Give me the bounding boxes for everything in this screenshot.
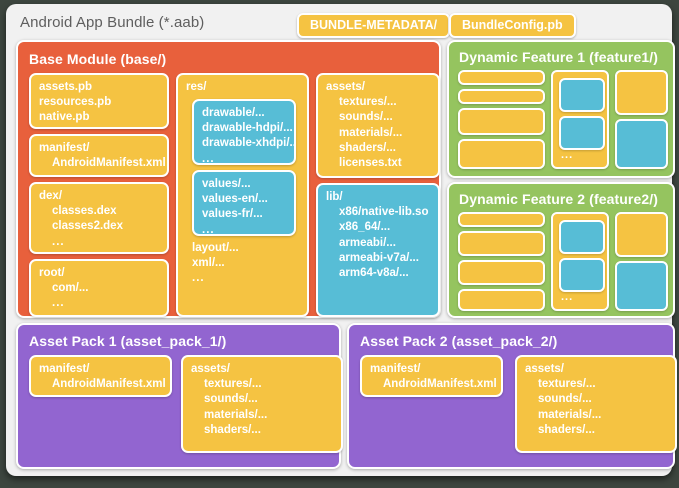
- base-module-title: Base Module (base/): [29, 51, 167, 67]
- file-line: textures/...: [538, 378, 596, 391]
- file-line: sounds/...: [204, 393, 258, 406]
- file-line: manifest/: [39, 142, 90, 154]
- feature-placeholder-box: [615, 119, 668, 169]
- file-line: res/: [186, 81, 207, 93]
- file-line: AndroidManifest.xml: [52, 378, 166, 391]
- feature-placeholder-box: [559, 116, 605, 150]
- feature-ellipsis: ...: [561, 291, 574, 303]
- feature-placeholder-box: [615, 261, 668, 311]
- file-line: materials/...: [339, 126, 403, 139]
- feature-placeholder-box: [458, 89, 545, 104]
- file-line: shaders/...: [538, 423, 595, 436]
- page-title: Android App Bundle (*.aab): [20, 14, 205, 31]
- file-line: ...: [52, 297, 65, 310]
- asset-pack-1-box-manifest: manifest/ AndroidManifest.xml: [29, 355, 172, 397]
- file-line: materials/...: [538, 408, 602, 421]
- file-line: drawable-xhdpi/...: [202, 137, 296, 150]
- file-line: shaders/...: [204, 423, 261, 436]
- base-module-box-pb: assets.pb resources.pb native.pb: [29, 73, 169, 129]
- feature-placeholder-box: [458, 108, 545, 135]
- dynamic-feature-1-title: Dynamic Feature 1 (feature1/): [459, 49, 658, 65]
- feature-placeholder-box: [458, 260, 545, 285]
- file-line: values-fr/...: [202, 208, 263, 221]
- file-line: arm64-v8a/...: [339, 267, 409, 280]
- file-line: lib/: [326, 191, 343, 203]
- chip-bundle-metadata: BUNDLE-METADATA/: [297, 13, 451, 38]
- file-line: manifest/: [39, 363, 90, 375]
- chip-bundle-config: BundleConfig.pb: [449, 13, 576, 38]
- file-line: sounds/...: [538, 393, 592, 406]
- file-line: drawable-hdpi/...: [202, 122, 293, 135]
- asset-pack-2-box-manifest: manifest/ AndroidManifest.xml: [360, 355, 503, 397]
- file-line: armeabi-v7a/...: [339, 251, 419, 264]
- feature-placeholder-box: [458, 139, 545, 169]
- dynamic-feature-1-panel: Dynamic Feature 1 (feature1/) ...: [447, 40, 675, 178]
- file-line: textures/...: [339, 96, 397, 109]
- file-line: ...: [52, 235, 65, 248]
- file-line: root/: [39, 267, 65, 279]
- file-line: sounds/...: [339, 111, 393, 124]
- asset-pack-1-panel: Asset Pack 1 (asset_pack_1/) manifest/ A…: [16, 323, 343, 469]
- base-module-box-assets: assets/ textures/... sounds/... material…: [316, 73, 440, 178]
- base-module-res-tail: layout/... xml/... ...: [192, 241, 239, 287]
- feature-placeholder-box: [615, 212, 668, 257]
- base-module-box-manifest: manifest/ AndroidManifest.xml: [29, 134, 169, 177]
- base-module-box-drawable: drawable/... drawable-hdpi/... drawable-…: [192, 99, 296, 165]
- file-line: assets.pb: [39, 81, 93, 93]
- file-line: values/...: [202, 178, 251, 190]
- feature-placeholder-box: [458, 231, 545, 256]
- base-module-box-values: values/... values-en/... values-fr/... .…: [192, 170, 296, 236]
- file-line: shaders/...: [339, 141, 396, 154]
- dynamic-feature-2-panel: Dynamic Feature 2 (feature2/) ...: [447, 182, 675, 318]
- file-line: classes2.dex: [52, 220, 123, 233]
- file-line: xml/...: [192, 257, 225, 270]
- feature-placeholder-box: [458, 70, 545, 85]
- feature-placeholder-box: [458, 212, 545, 227]
- file-line: com/...: [52, 282, 89, 295]
- file-line: manifest/: [370, 363, 421, 375]
- base-module-panel: Base Module (base/) assets.pb resources.…: [16, 40, 441, 318]
- asset-pack-2-box-assets: assets/ textures/... sounds/... material…: [515, 355, 677, 453]
- dynamic-feature-2-title: Dynamic Feature 2 (feature2/): [459, 191, 658, 207]
- feature-res-group: ...: [551, 70, 609, 169]
- file-line: AndroidManifest.xml: [383, 378, 497, 391]
- asset-pack-1-box-assets: assets/ textures/... sounds/... material…: [181, 355, 343, 453]
- file-line: assets/: [525, 363, 565, 375]
- file-line: assets/: [326, 81, 366, 93]
- file-line: x86/native-lib.so: [339, 206, 429, 219]
- file-line: materials/...: [204, 408, 268, 421]
- file-line: x86_64/...: [339, 221, 391, 234]
- asset-pack-1-title: Asset Pack 1 (asset_pack_1/): [29, 333, 227, 349]
- feature-placeholder-box: [559, 78, 605, 112]
- base-module-box-lib: lib/ x86/native-lib.so x86_64/... armeab…: [316, 183, 440, 317]
- file-line: ...: [192, 272, 205, 285]
- feature-placeholder-box: [559, 220, 605, 254]
- asset-pack-2-panel: Asset Pack 2 (asset_pack_2/) manifest/ A…: [347, 323, 677, 469]
- base-module-box-res: res/ drawable/... drawable-hdpi/... draw…: [176, 73, 309, 317]
- feature-placeholder-box: [615, 70, 668, 115]
- feature-placeholder-box: [458, 289, 545, 311]
- feature-placeholder-box: [559, 258, 605, 292]
- feature-res-group: ...: [551, 212, 609, 311]
- feature-ellipsis: ...: [561, 149, 574, 161]
- file-line: layout/...: [192, 242, 239, 254]
- base-module-box-dex: dex/ classes.dex classes2.dex ...: [29, 182, 169, 254]
- app-bundle-card: Android App Bundle (*.aab) BUNDLE-METADA…: [6, 4, 677, 476]
- file-line: values-en/...: [202, 193, 268, 206]
- file-line: resources.pb: [39, 96, 112, 109]
- file-line: textures/...: [204, 378, 262, 391]
- file-line: classes.dex: [52, 205, 117, 218]
- file-line: ...: [202, 152, 215, 165]
- file-line: dex/: [39, 190, 63, 202]
- file-line: licenses.txt: [339, 157, 402, 170]
- file-line: drawable/...: [202, 107, 265, 119]
- file-line: native.pb: [39, 111, 90, 124]
- asset-pack-2-title: Asset Pack 2 (asset_pack_2/): [360, 333, 558, 349]
- file-line: assets/: [191, 363, 231, 375]
- file-line: AndroidManifest.xml: [52, 157, 166, 170]
- file-line: ...: [202, 223, 215, 236]
- base-module-box-root: root/ com/... ...: [29, 259, 169, 317]
- file-line: armeabi/...: [339, 236, 396, 249]
